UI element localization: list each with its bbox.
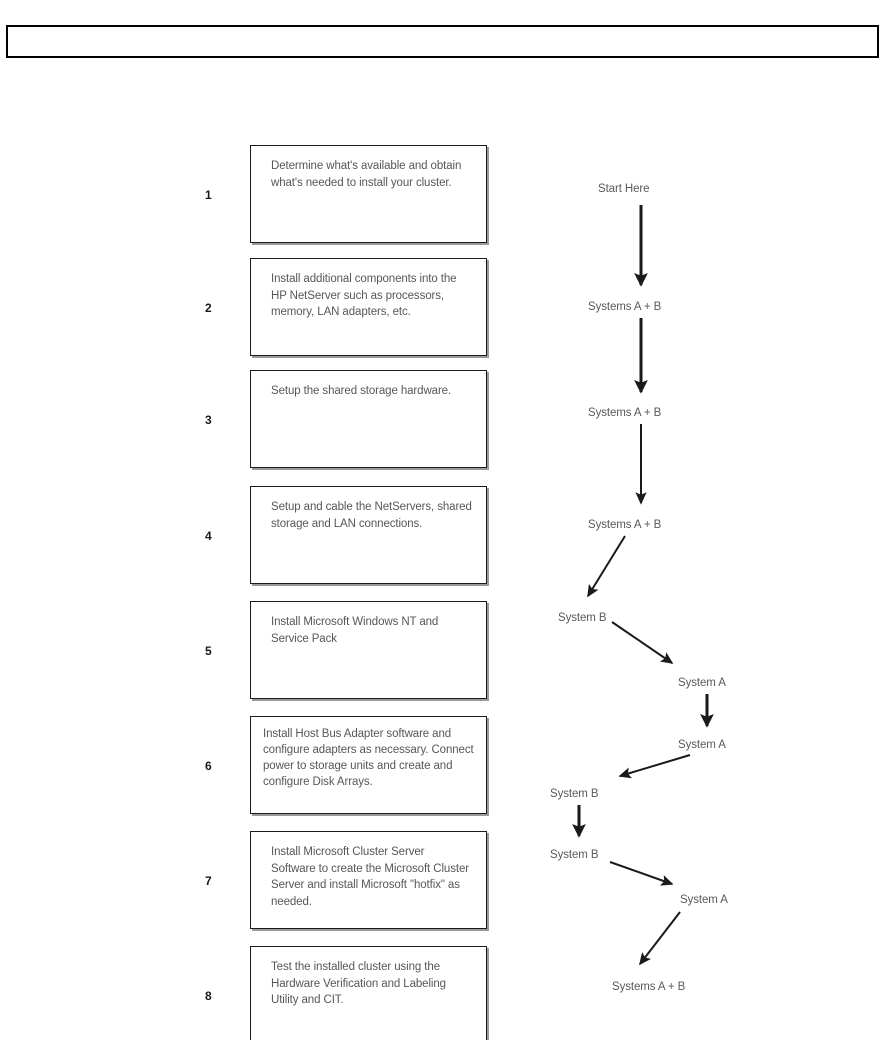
arrow-system-a-3-to-systems-ab	[639, 911, 681, 966]
arrow-system-a-2-to-system-b	[618, 754, 691, 779]
step-number: 2	[205, 301, 212, 315]
step-number: 1	[205, 188, 212, 202]
step-box[interactable]: Install additional components into the H…	[250, 258, 487, 356]
step-number: 3	[205, 413, 212, 427]
flow-node-label: Systems A + B	[588, 519, 662, 531]
step-box[interactable]: Setup and cable the NetServers, shared s…	[250, 486, 487, 584]
step-box[interactable]: Install Microsoft Cluster Server Softwar…	[250, 831, 487, 929]
step-number: 6	[205, 759, 212, 773]
step-text: Install Microsoft Windows NT and Service…	[271, 616, 439, 645]
flow-node-label: Start Here	[598, 183, 650, 195]
step-box[interactable]: Install Microsoft Windows NT and Service…	[250, 601, 487, 699]
flow-node-label: System B	[550, 849, 599, 861]
step-text: Setup the shared storage hardware.	[271, 385, 452, 397]
flow-node-label: Systems A + B	[612, 981, 686, 993]
flow-node-label: Systems A + B	[588, 407, 662, 419]
step-text: Test the installed cluster using the Har…	[271, 961, 446, 1006]
step-text: Install additional components into the H…	[271, 273, 457, 318]
arrow-systems-ab-3-to-system-b	[587, 535, 626, 598]
arrow-system-b-to-system-a-1	[611, 621, 674, 664]
flow-node-label: System A	[680, 894, 728, 906]
step-number: 7	[205, 874, 212, 888]
step-box[interactable]: Install Host Bus Adapter software and co…	[250, 716, 487, 814]
step-number: 8	[205, 989, 212, 1003]
step-box[interactable]: Test the installed cluster using the Har…	[250, 946, 487, 1040]
step-number: 4	[205, 529, 212, 543]
step-text: Determine what's available and obtain wh…	[271, 160, 462, 189]
header-bar-title	[8, 27, 877, 39]
flow-node-label: System B	[550, 788, 599, 800]
step-text: Setup and cable the NetServers, shared s…	[271, 501, 472, 530]
step-text: Install Host Bus Adapter software and co…	[263, 728, 474, 788]
step-box[interactable]: Setup the shared storage hardware.	[250, 370, 487, 468]
flow-node-label: Systems A + B	[588, 301, 662, 313]
step-number: 5	[205, 644, 212, 658]
flow-node-label: System A	[678, 739, 726, 751]
flow-node-label: System A	[678, 677, 726, 689]
step-box[interactable]: Determine what's available and obtain wh…	[250, 145, 487, 243]
arrow-system-b-4-to-system-a	[609, 861, 674, 886]
flow-node-label: System B	[558, 612, 607, 624]
step-text: Install Microsoft Cluster Server Softwar…	[271, 846, 469, 908]
header-bar	[6, 25, 879, 58]
